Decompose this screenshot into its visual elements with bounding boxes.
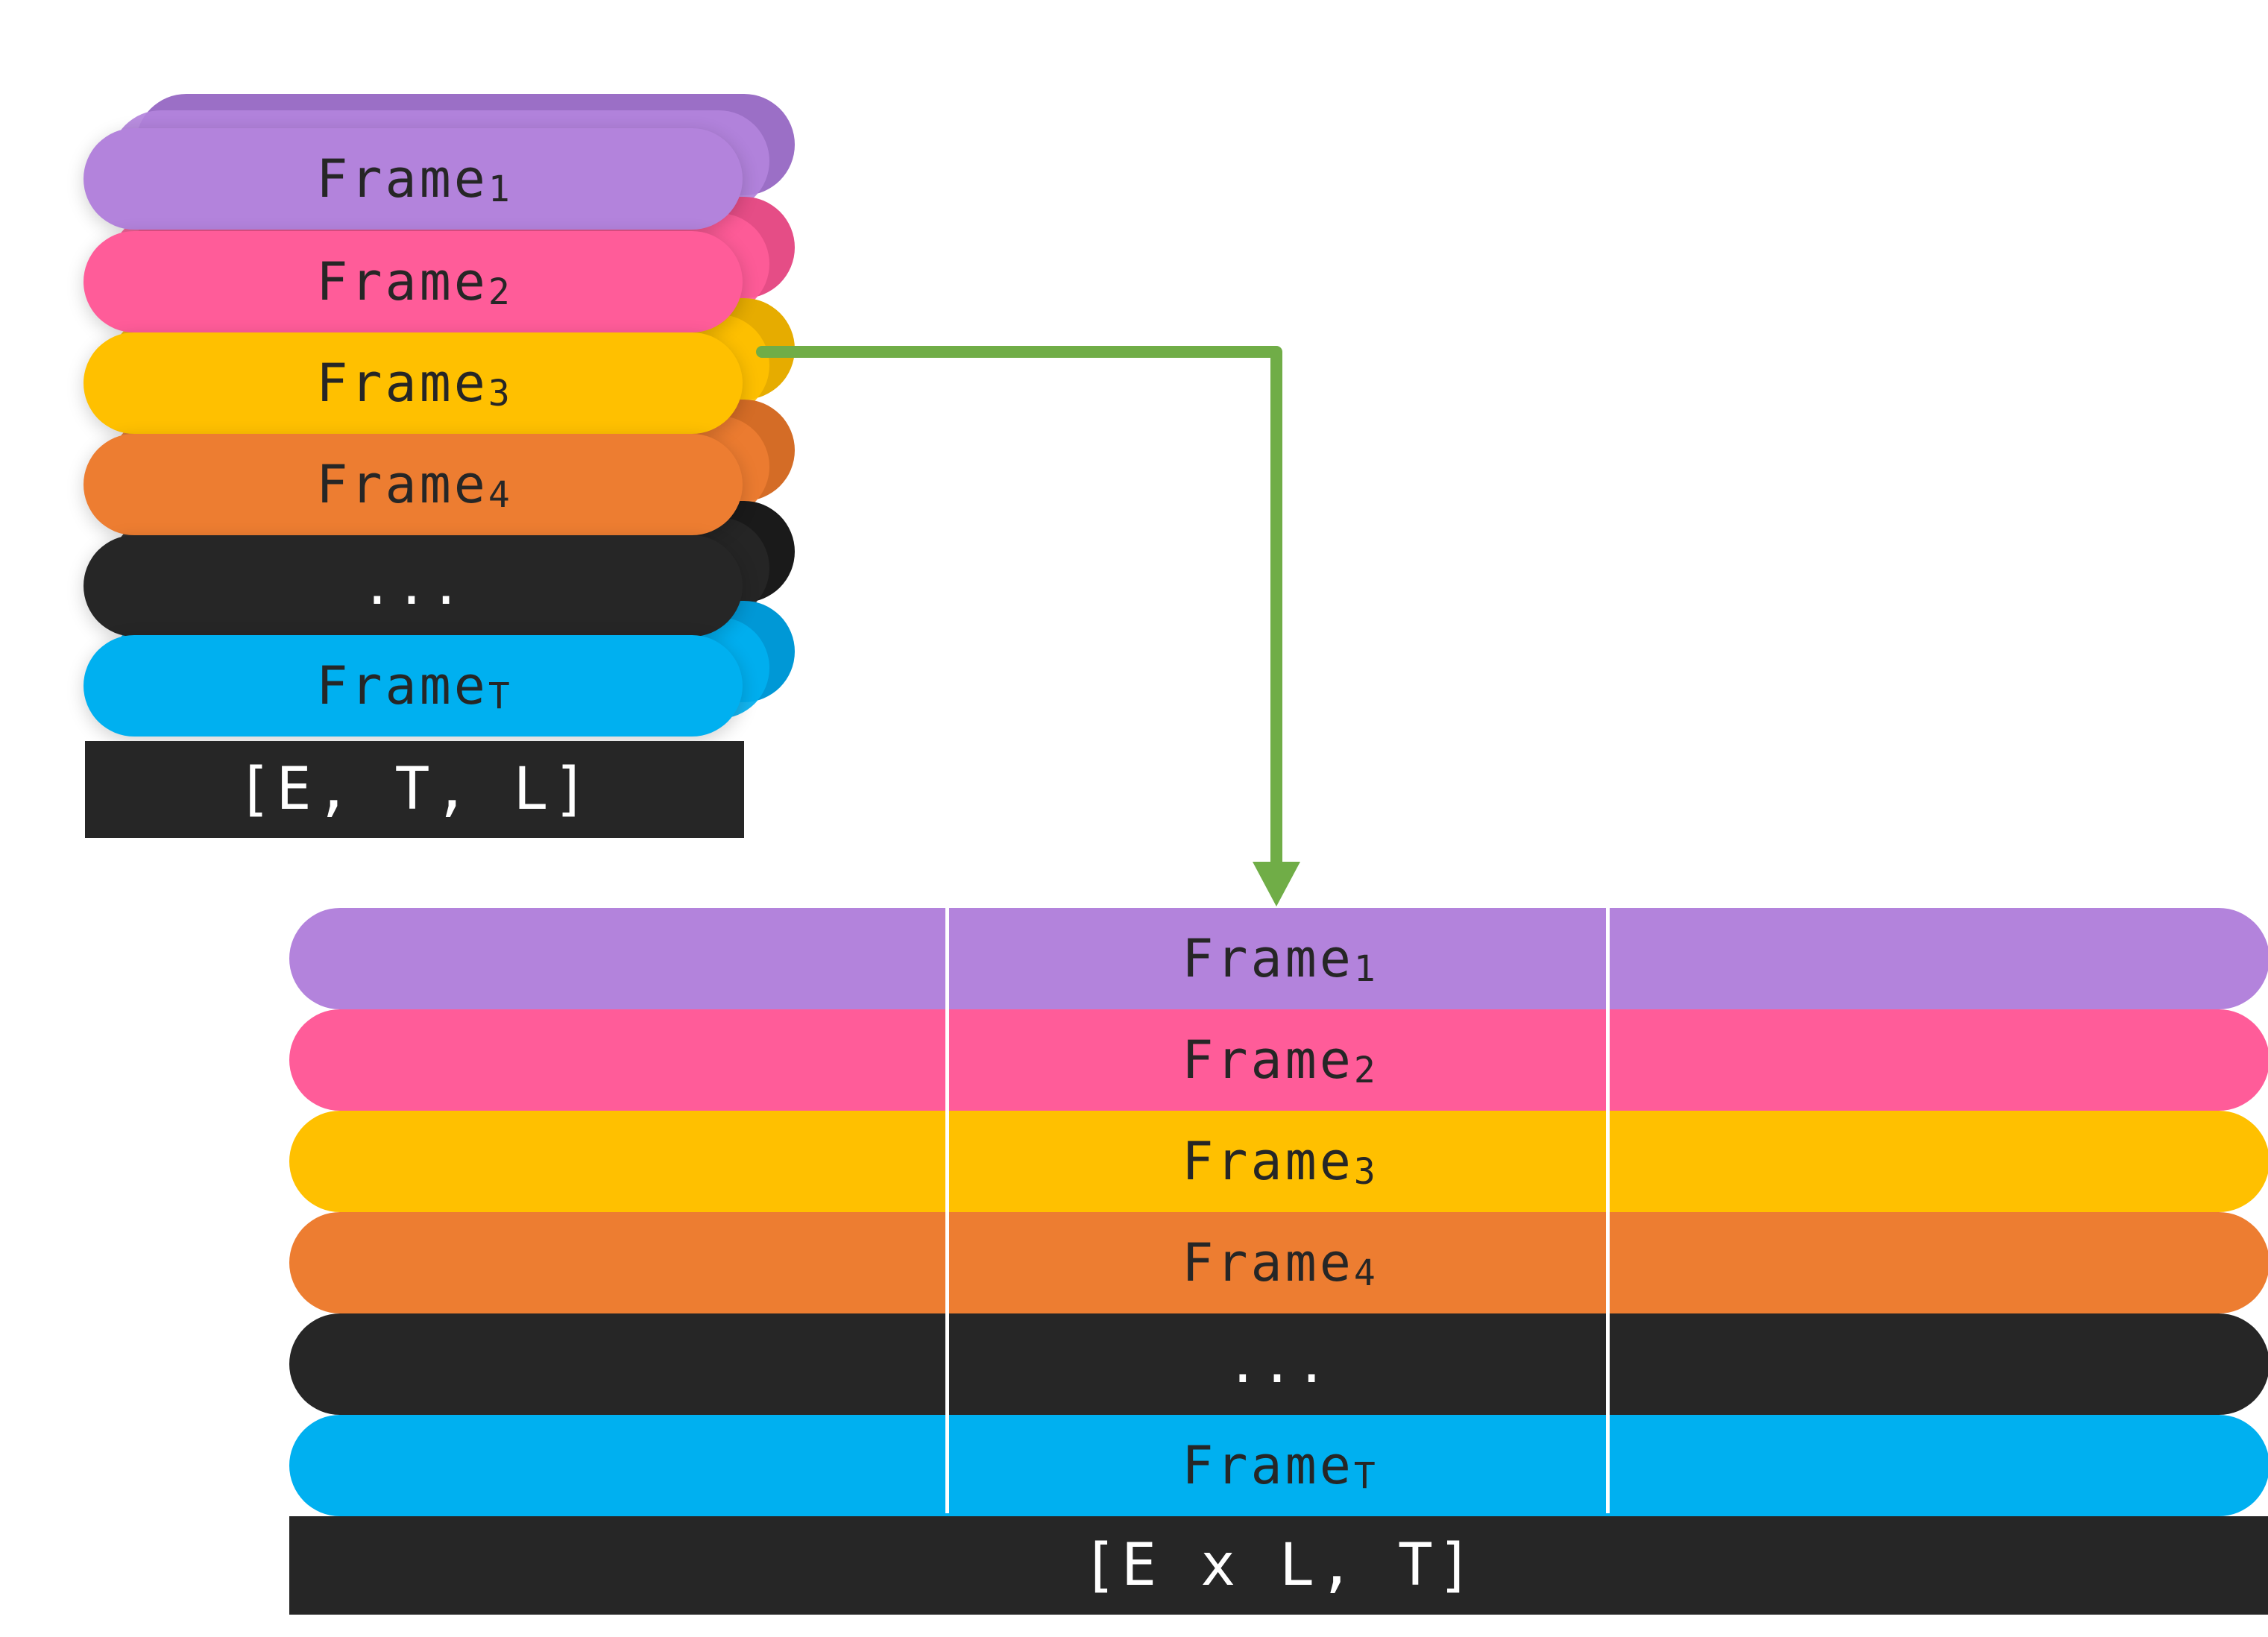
input-frame-label: Frame [316,251,488,312]
output-frame-subscript: 4 [1353,1252,1376,1294]
reshape-arrow-line [756,346,1282,871]
output-frame-label: Frame [1182,1435,1354,1496]
reshape-arrow-head [1253,862,1300,906]
input-shape-label: [E, T, L] [85,741,744,838]
output-frame-subscript: 3 [1353,1151,1376,1193]
input-frame-5: ... [84,535,743,637]
input-frame-subscript: 1 [488,168,510,210]
output-frame-label: Frame [1182,1131,1354,1192]
input-frame-label: Frame [316,353,488,414]
output-row-2 [289,1009,2268,1111]
output-frame-label: Frame [1182,928,1354,989]
input-frame-label: ... [361,555,465,616]
output-row-5 [289,1313,2268,1415]
input-frame-subscript: 2 [488,271,510,313]
output-frame-label: ... [1226,1334,1331,1395]
output-frame-label: Frame [1182,1029,1354,1091]
output-column-divider-2 [1606,908,1610,1513]
output-column-divider-1 [945,908,949,1513]
input-frame-subscript: T [488,675,510,717]
output-row-3 [289,1111,2268,1212]
output-frame-subscript: 1 [1353,948,1376,990]
input-frame-label: Frame [316,454,488,515]
input-frame-label: Frame [316,148,488,209]
input-frame-subscript: 3 [488,373,510,414]
output-frame-label: Frame [1182,1232,1354,1293]
output-frame-subscript: T [1353,1455,1376,1497]
input-frame-label: Frame [316,655,488,716]
output-frame-subscript: 2 [1353,1050,1376,1091]
output-row-4 [289,1212,2268,1313]
output-frame-5: ... [948,1313,1609,1415]
output-shape-label: [E x L, T] [289,1516,2268,1615]
output-row-1 [289,908,2268,1009]
input-frame-subscript: 4 [488,474,510,516]
output-row-6 [289,1415,2268,1516]
